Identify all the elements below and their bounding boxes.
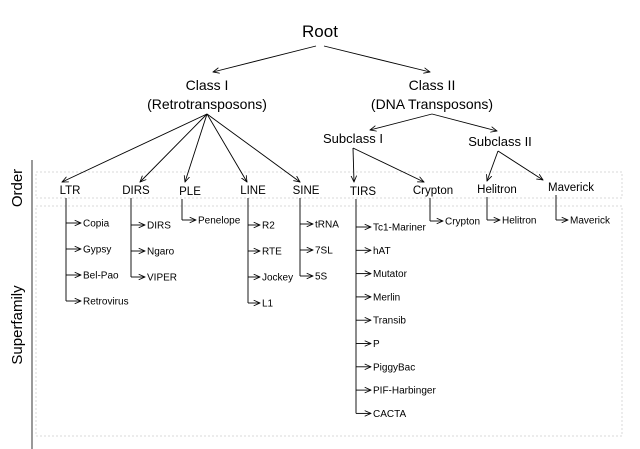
order-tirs: TIRS bbox=[350, 186, 377, 198]
superfamily-hat: hAT bbox=[373, 246, 391, 257]
superfamily-transib: Transib bbox=[373, 316, 406, 327]
order-dirs: DIRS bbox=[122, 185, 150, 197]
superfamily-5s: 5S bbox=[315, 272, 328, 283]
order-band bbox=[35, 171, 623, 199]
superfamily-helitron: Helitron bbox=[502, 216, 536, 227]
class-2-title: Class II bbox=[409, 77, 456, 93]
superfamily-rte: RTE bbox=[262, 247, 282, 258]
superfamily-mutator: Mutator bbox=[373, 269, 408, 280]
superfamily-pif-harbinger: PIF-Harbinger bbox=[373, 386, 436, 397]
superfamily-band bbox=[35, 205, 623, 437]
order-ple: PLE bbox=[179, 186, 201, 198]
superfamily-band-label: Superfamily bbox=[9, 285, 26, 365]
edge-root-class-2 bbox=[323, 45, 430, 72]
order-sine: SINE bbox=[293, 185, 320, 197]
class-1-title: Class I bbox=[186, 77, 229, 93]
superfamily-dirs: DIRS bbox=[147, 221, 171, 232]
superfamily-maverick: Maverick bbox=[570, 216, 611, 227]
superfamily-piggybac: PiggyBac bbox=[373, 362, 415, 373]
superfamily-jockey: Jockey bbox=[262, 273, 293, 284]
edge-class-1-ltr bbox=[62, 113, 208, 182]
edge-subclass-1-crypton bbox=[352, 147, 424, 182]
order-ltr: LTR bbox=[60, 185, 81, 197]
superfamily-copia: Copia bbox=[83, 219, 110, 230]
order-band-label: Order bbox=[9, 169, 26, 207]
edge-class-2-subclass-2 bbox=[431, 113, 497, 131]
superfamily-viper: VIPER bbox=[147, 273, 177, 284]
edge-subclass-1-tirs bbox=[353, 147, 354, 182]
edge-root-class-1 bbox=[213, 45, 317, 72]
superfamily-tc1-mariner: Tc1-Mariner bbox=[373, 223, 426, 234]
superfamily-bel-pao: Bel-Pao bbox=[83, 271, 119, 282]
edge-class-1-dirs bbox=[140, 113, 208, 182]
edge-subclass-2-maverick bbox=[497, 150, 543, 180]
order-crypton: Crypton bbox=[413, 185, 453, 197]
superfamily-retrovirus: Retrovirus bbox=[83, 297, 129, 308]
edge-class-2-subclass-1 bbox=[370, 113, 433, 130]
superfamily-ngaro: Ngaro bbox=[147, 247, 175, 258]
superfamily-l1: L1 bbox=[262, 299, 274, 310]
superfamily-crypton: Crypton bbox=[445, 217, 480, 228]
subclass-1-label: Subclass I bbox=[323, 131, 383, 146]
class-2-subtitle: (DNA Transposons) bbox=[371, 96, 493, 112]
superfamily-r2: R2 bbox=[262, 221, 275, 232]
superfamily-gypsy: Gypsy bbox=[83, 245, 111, 256]
edge-class-1-sine bbox=[206, 113, 300, 182]
tree-edges bbox=[62, 45, 543, 182]
superfamily-p: P bbox=[373, 339, 380, 350]
superfamily-trna: tRNA bbox=[315, 220, 339, 231]
subclass-2-label: Subclass II bbox=[468, 134, 532, 149]
root-label: Root bbox=[302, 22, 338, 41]
edge-class-1-line bbox=[206, 113, 247, 182]
class-1-subtitle: (Retrotransposons) bbox=[147, 96, 267, 112]
superfamily-7sl: 7SL bbox=[315, 246, 333, 257]
order-maverick: Maverick bbox=[548, 182, 594, 194]
superfamily-merlin: Merlin bbox=[373, 292, 400, 303]
superfamily-penelope: Penelope bbox=[198, 216, 241, 227]
order-helitron: Helitron bbox=[477, 184, 517, 196]
edge-subclass-2-helitron bbox=[487, 150, 499, 181]
order-line: LINE bbox=[240, 185, 266, 197]
superfamily-cacta: CACTA bbox=[373, 409, 406, 420]
edge-class-1-ple bbox=[185, 113, 208, 182]
